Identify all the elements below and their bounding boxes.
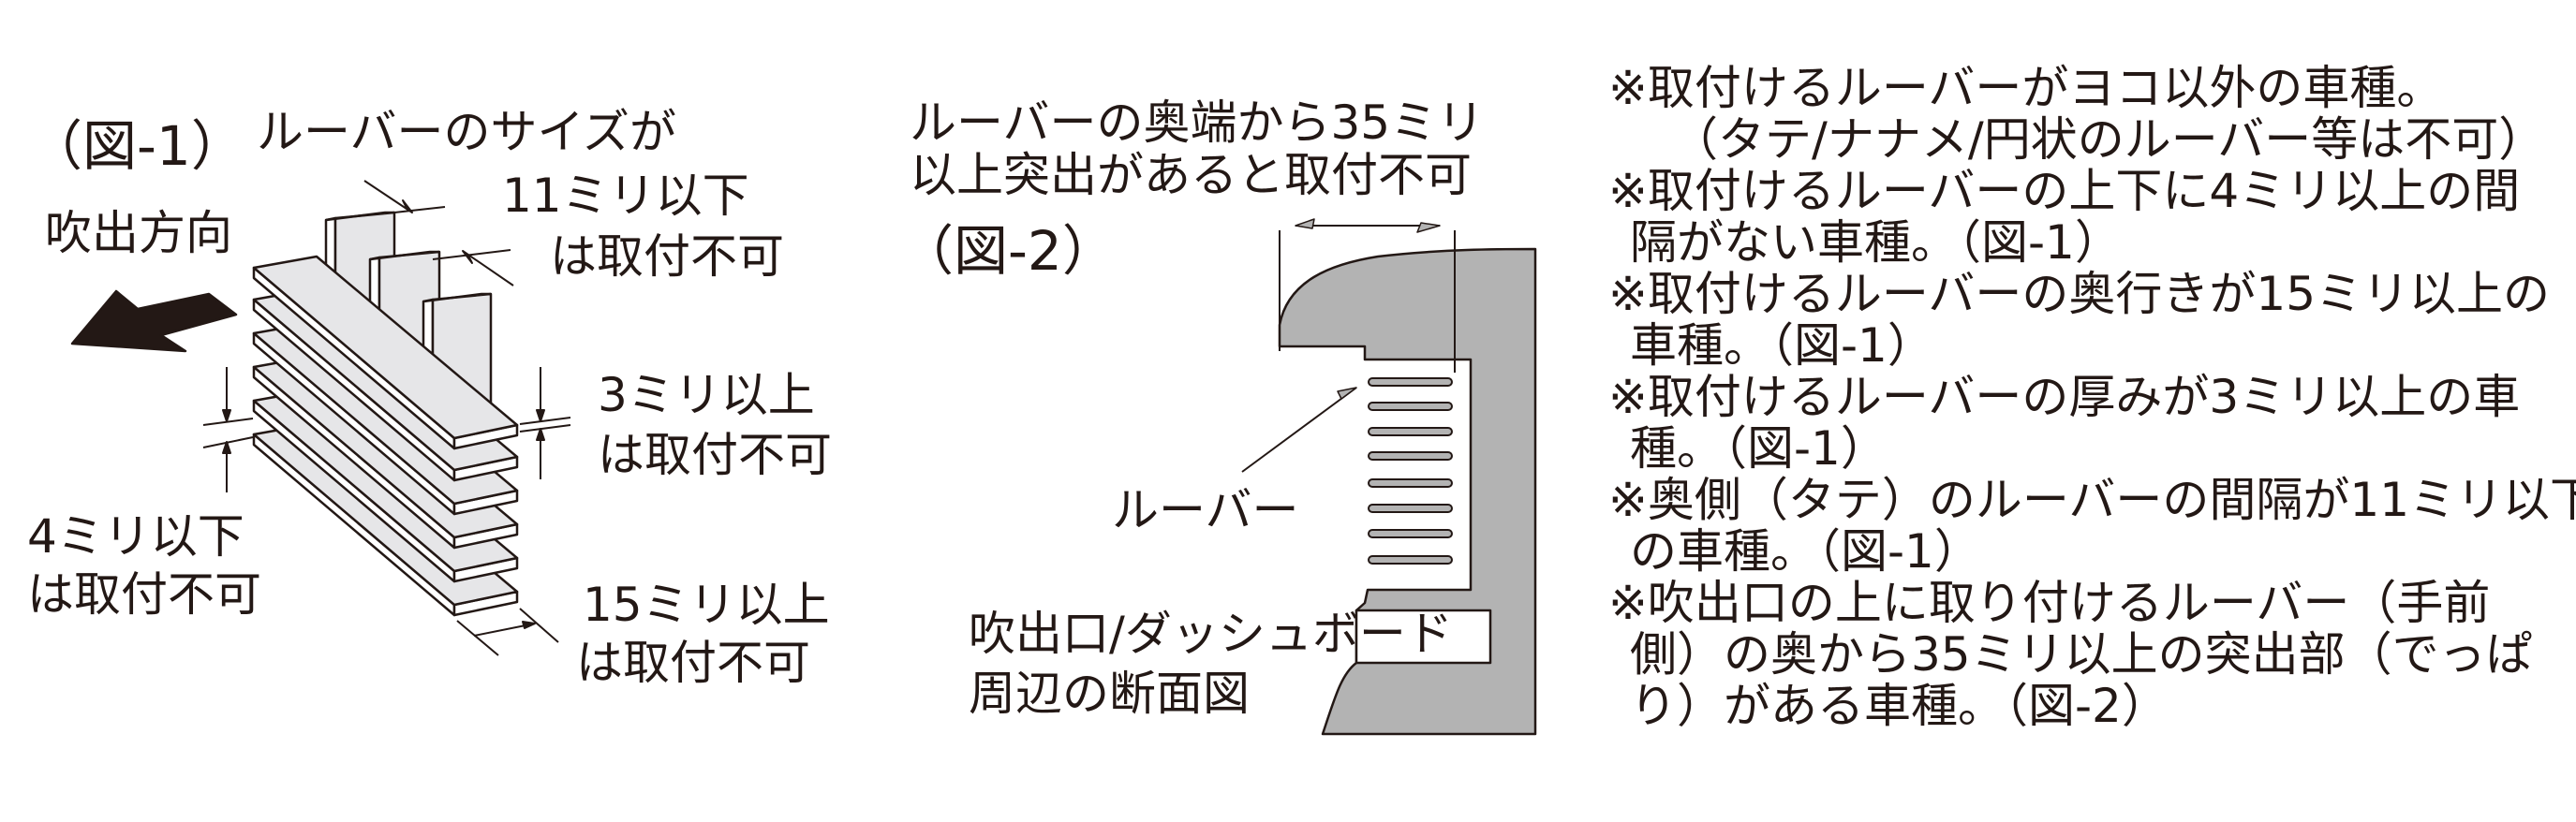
louver-blade — [1368, 529, 1453, 538]
fin-gap-not-allowed: は取付不可 — [550, 229, 784, 284]
note-line: 側）の奥から35ミリ以上の突出部（でっぱ — [1630, 627, 2533, 682]
note-line: ※取付けるルーバーがヨコ以外の車種。 — [1608, 61, 2444, 115]
louver-pointer — [1241, 387, 1357, 473]
note-line: ※取付けるルーバーの上下に4ミリ以上の間 — [1608, 164, 2521, 218]
figure2-caption-line1: ルーバーの奥端から35ミリ — [910, 95, 1485, 150]
louver-blade — [1368, 555, 1453, 565]
note-line: の車種。（図-1） — [1630, 524, 1981, 579]
note-line: ※奥側（タテ）のルーバーの間隔が11ミリ以下 — [1608, 473, 2576, 527]
louver-blade — [1368, 504, 1453, 513]
louver-blade — [1368, 478, 1453, 488]
louver-blade — [1368, 377, 1453, 387]
louver-blade — [1368, 402, 1453, 411]
louver-blade — [1368, 427, 1453, 436]
gap-limit: 4ミリ以下 — [27, 509, 244, 564]
thickness-limit: 3ミリ以上 — [598, 368, 815, 422]
note-line: 種。（図-1） — [1630, 421, 1888, 476]
note-line: （タテ/ナナメ/円状のルーバー等は不可） — [1671, 112, 2546, 167]
dimension-depth — [456, 608, 559, 656]
note-line: ※取付けるルーバーの厚みが3ミリ以上の車 — [1608, 370, 2521, 424]
depth-limit: 15ミリ以上 — [583, 578, 830, 632]
horizontal-slat — [252, 255, 519, 450]
note-line: ※吹出口の上に取り付けるルーバー（手前 — [1608, 576, 2491, 630]
note-line: り）がある車種。（図-2） — [1630, 679, 2169, 733]
fin-size-caption: ルーバーのサイズが — [257, 105, 676, 159]
note-line: 車種。（図-1） — [1630, 318, 1934, 373]
section-title-line2: 周辺の断面図 — [969, 667, 1250, 721]
gap-not-allowed: は取付不可 — [27, 567, 261, 622]
thickness-not-allowed: は取付不可 — [598, 428, 832, 482]
louver-blade — [1368, 451, 1453, 461]
note-line: ※取付けるルーバーの奥行きが15ミリ以上の — [1608, 267, 2551, 321]
restriction-notes: ※取付けるルーバーがヨコ以外の車種。 （タテ/ナナメ/円状のルーバー等は不可） … — [1608, 63, 2576, 732]
figure2-caption-line2: 以上突出があると取付不可 — [910, 148, 1472, 202]
dimension-gap — [202, 367, 254, 492]
airflow-arrow-icon — [70, 289, 238, 353]
figure1-label: （図-1） — [28, 114, 245, 178]
dimension-thickness — [519, 367, 571, 479]
dashboard-section — [1278, 247, 1537, 736]
figure2-label: （図-2） — [899, 219, 1117, 283]
airflow-direction-label: 吹出方向 — [45, 206, 232, 260]
louver-label: ルーバー — [1112, 483, 1299, 537]
figure1-louver-diagram — [70, 180, 571, 656]
dimension-fin-gap — [363, 180, 514, 286]
fin-gap-limit: 11ミリ以下 — [502, 169, 749, 223]
note-line: 隔がない車種。（図-1） — [1630, 215, 2122, 270]
section-title-line1: 吹出口/ダッシュボード — [969, 607, 1453, 661]
depth-not-allowed: は取付不可 — [576, 636, 810, 690]
